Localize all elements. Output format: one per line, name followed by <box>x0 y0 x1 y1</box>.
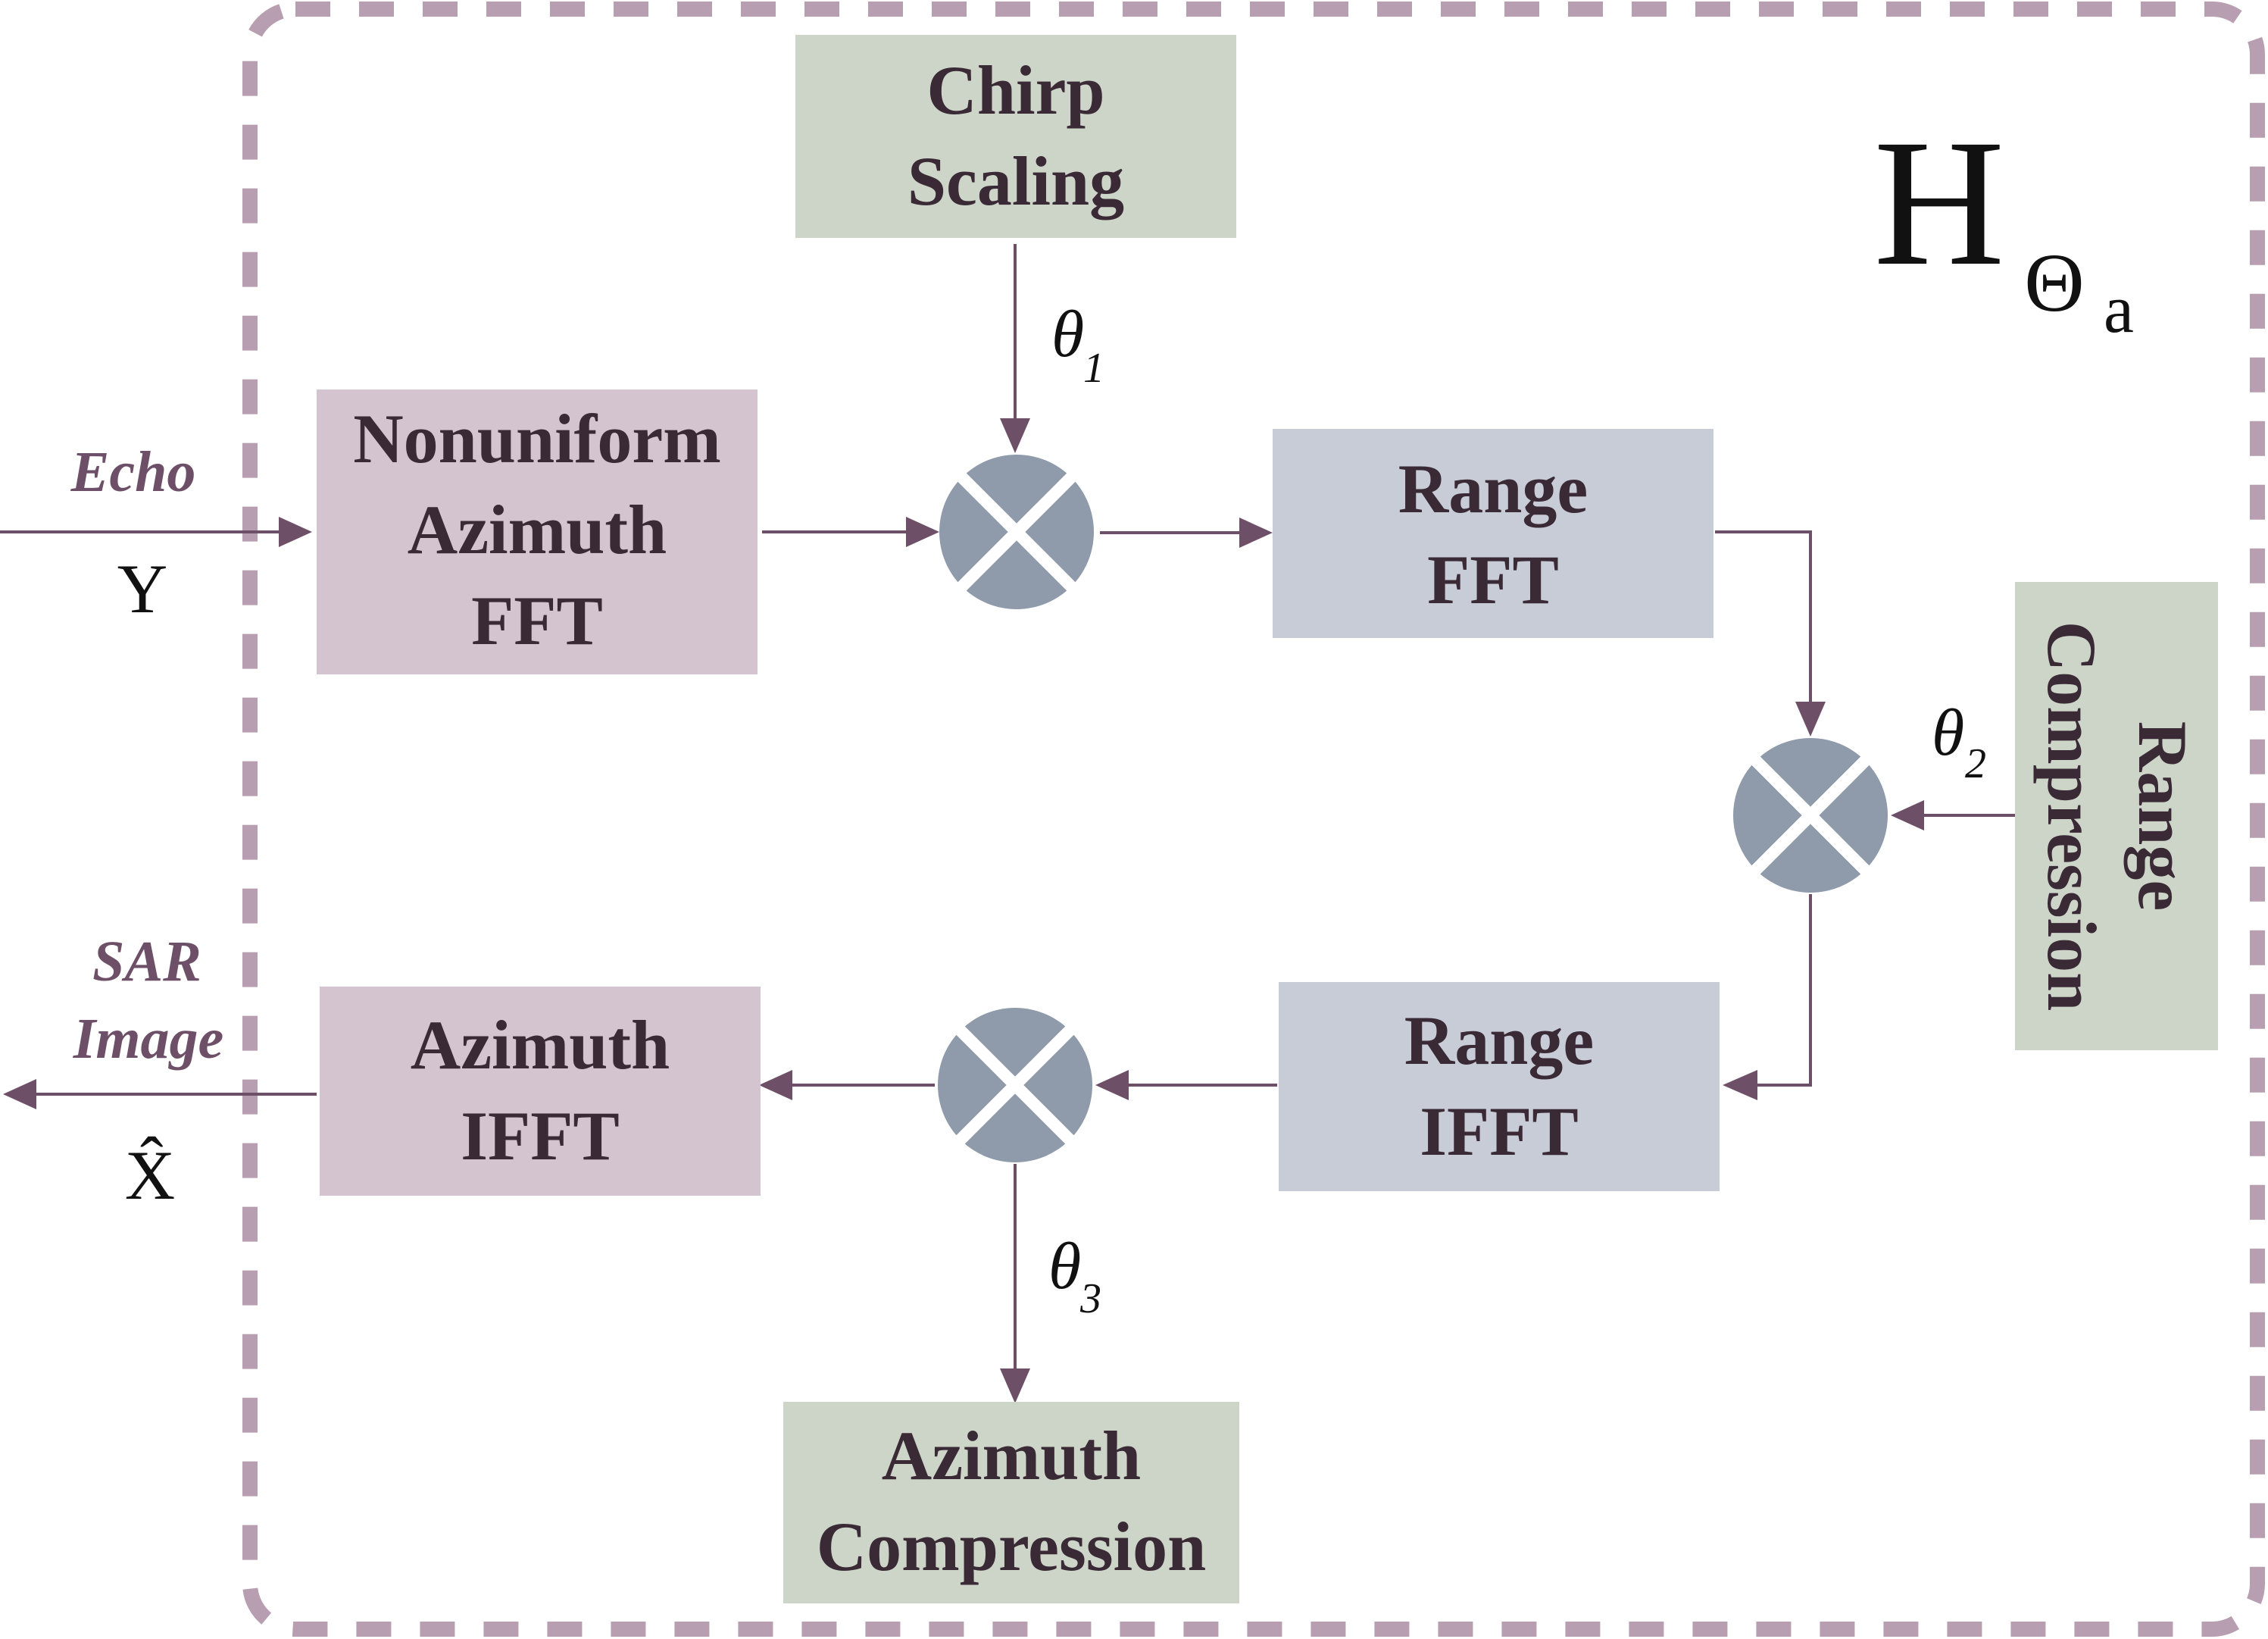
azimuth-compression-line1: Azimuth <box>882 1417 1141 1494</box>
range-compression-line1: Range <box>2124 721 2201 911</box>
theta3-sub: 3 <box>1079 1275 1101 1322</box>
block-chirp-scaling: Chirp Scaling <box>795 35 1236 238</box>
block-azimuth-ifft: Azimuth IFFT <box>320 987 761 1196</box>
range-ifft-line1: Range <box>1404 1002 1594 1079</box>
arrowhead-mult1-left <box>906 517 939 547</box>
theta2-sub: 2 <box>1965 740 1986 787</box>
azimuth-compression-line2: Compression <box>817 1508 1207 1585</box>
theta3-label: θ 3 <box>1048 1230 1101 1322</box>
arrowhead-input <box>279 517 312 547</box>
theta1-label: θ 1 <box>1051 298 1104 392</box>
wire-mult2-to-range-ifft <box>1757 894 1812 1087</box>
operator-label: H Θ a <box>1873 102 2134 347</box>
operator-boundary <box>242 2 2265 1637</box>
block-nonuniform-azimuth-fft: Nonuniform Azimuth FFT <box>317 389 758 674</box>
arrowhead-mult3-right <box>1095 1070 1129 1100</box>
multiplier-1-icon <box>939 455 1094 609</box>
nufft-line3: FFT <box>471 582 603 659</box>
operator-sub-subscript: a <box>2104 272 2134 347</box>
output-label-line2: Image <box>73 1007 223 1071</box>
multiplier-3-icon <box>938 1008 1092 1162</box>
chirp-scaling-line2: Scaling <box>908 142 1124 220</box>
range-ifft-line2: IFFT <box>1420 1093 1579 1170</box>
arrowhead-azimuth-comp <box>1000 1368 1030 1403</box>
block-range-compression: Range Compression <box>2015 582 2218 1050</box>
azimuth-ifft-line2: IFFT <box>461 1097 620 1175</box>
arrowhead-mult1-top <box>1000 418 1030 453</box>
multiplier-2-icon <box>1733 738 1888 893</box>
range-fft-line2: FFT <box>1427 541 1559 618</box>
theta2-base: θ <box>1932 696 1964 770</box>
theta1-base: θ <box>1051 298 1084 371</box>
theta2-label: θ 2 <box>1932 696 1986 787</box>
arrowhead-azimuth-ifft <box>759 1070 792 1100</box>
wire-range-fft-to-mult2 <box>1715 530 1812 705</box>
arrowhead-mult2-top <box>1795 702 1826 737</box>
block-range-fft: Range FFT <box>1273 429 1713 638</box>
output-label-line1: SAR <box>92 930 201 993</box>
range-compression-line2: Compression <box>2033 621 2110 1012</box>
theta3-base: θ <box>1048 1230 1081 1303</box>
nufft-line2: Azimuth <box>408 491 667 568</box>
operator-subscript: Θ <box>2024 236 2084 329</box>
arrowhead-output <box>3 1079 36 1109</box>
nufft-line1: Nonuniform <box>353 400 721 477</box>
block-azimuth-compression: Azimuth Compression <box>783 1402 1239 1603</box>
arrowhead-mult2-right <box>1891 800 1924 830</box>
input-symbol: Y <box>117 550 167 627</box>
chirp-scaling-line1: Chirp <box>926 52 1104 129</box>
input-label: Echo <box>70 440 196 504</box>
range-fft-line1: Range <box>1398 450 1588 527</box>
theta1-sub: 1 <box>1083 345 1104 392</box>
output-symbol: X̂ <box>125 1137 175 1214</box>
arrowhead-range-ifft <box>1723 1070 1757 1100</box>
block-range-ifft: Range IFFT <box>1279 982 1720 1191</box>
arrowhead-range-fft <box>1239 518 1273 548</box>
operator-main: H <box>1873 102 2004 303</box>
azimuth-ifft-line1: Azimuth <box>411 1006 670 1084</box>
